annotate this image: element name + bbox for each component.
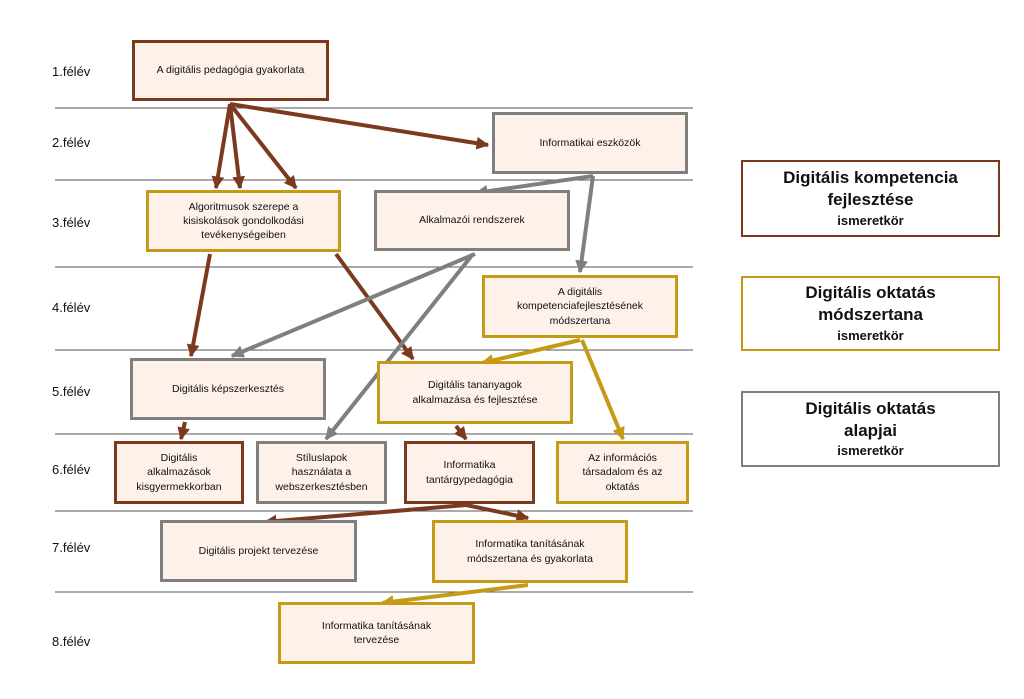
course-digital-learning-materials: Digitális tananyagok alkalmazása és fejl…: [377, 361, 573, 424]
legend-title: Digitális kompetencia fejlesztése: [783, 168, 958, 210]
arrow-n5-to-n7: [480, 338, 581, 367]
arrow-n4-to-n6: [230, 252, 476, 358]
course-informatics-teaching-planning: Informatika tanításának tervezése: [278, 602, 475, 664]
semester-label-2: 2.félév: [52, 135, 91, 150]
arrow-n4-to-n9: [324, 252, 475, 441]
course-information-society-education: Az információs társadalom és az oktatás: [556, 441, 689, 504]
legend-subtitle: ismeretkör: [837, 443, 904, 458]
course-informatics-teaching-methodology: Informatika tanításának módszertana és g…: [432, 520, 628, 583]
arrow-n10-to-n12: [263, 503, 467, 528]
legend-subtitle: ismeretkör: [837, 327, 904, 343]
arrow-n5-to-n11: [580, 339, 625, 441]
course-digital-pedagogy-practice: A digitális pedagógia gyakorlata: [132, 40, 329, 101]
arrow-n7-to-n10: [453, 424, 468, 441]
course-digital-competence-methodology: A digitális kompetenciafejlesztésének mó…: [482, 275, 678, 338]
semester-label-1: 1.félév: [52, 64, 91, 79]
semester-label-6: 6.félév: [52, 462, 91, 477]
arrow-n3-to-n6: [186, 253, 212, 358]
arrow-n13-to-n14: [380, 583, 529, 608]
course-it-tools: Informatikai eszközök: [492, 112, 688, 174]
arrow-n1-to-n2: [229, 102, 490, 150]
arrow-n10-to-n13: [465, 503, 530, 522]
arrow-n2-to-n5: [575, 175, 595, 274]
course-digital-project-planning: Digitális projekt tervezése: [160, 520, 357, 582]
legend-title: Digitális oktatás alapjai: [805, 398, 936, 440]
arrow-n3-to-n7: [334, 252, 415, 361]
arrow-n6-to-n8: [177, 421, 190, 441]
course-digital-image-editing: Digitális képszerkesztés: [130, 358, 326, 420]
semester-label-3: 3.félév: [52, 215, 91, 230]
legend-subtitle: ismeretkör: [837, 212, 904, 228]
arrow-n1-to-n3: [228, 103, 245, 190]
course-algorithms-role: Algoritmusok szerepe a kisiskolások gond…: [146, 190, 341, 252]
course-stylesheets-web-editing: Stíluslapok használata a webszerkesztésb…: [256, 441, 387, 504]
legend-title: Digitális oktatás módszertana: [805, 283, 936, 325]
semester-label-8: 8.félév: [52, 634, 91, 649]
arrow-n1-to-n3: [228, 102, 298, 190]
legend-digital-education-methodology: Digitális oktatás módszertana ismeretkör: [741, 276, 1000, 351]
legend-digital-education-basics: Digitális oktatás alapjai ismeretkör: [741, 391, 1000, 467]
semester-label-4: 4.félév: [52, 300, 91, 315]
arrow-n1-to-n3: [211, 103, 232, 190]
course-digital-apps-early-childhood: Digitális alkalmazások kisgyermekkorban: [114, 441, 244, 504]
semester-label-7: 7.félév: [52, 540, 91, 555]
semester-label-5: 5.félév: [52, 384, 91, 399]
course-informatics-didactics: Informatika tantárgypedagógia: [404, 441, 535, 504]
prerequisite-arrows: [177, 102, 625, 608]
legend-digital-competence: Digitális kompetencia fejlesztése ismere…: [741, 160, 1000, 237]
course-application-systems: Alkalmazói rendszerek: [374, 190, 570, 251]
